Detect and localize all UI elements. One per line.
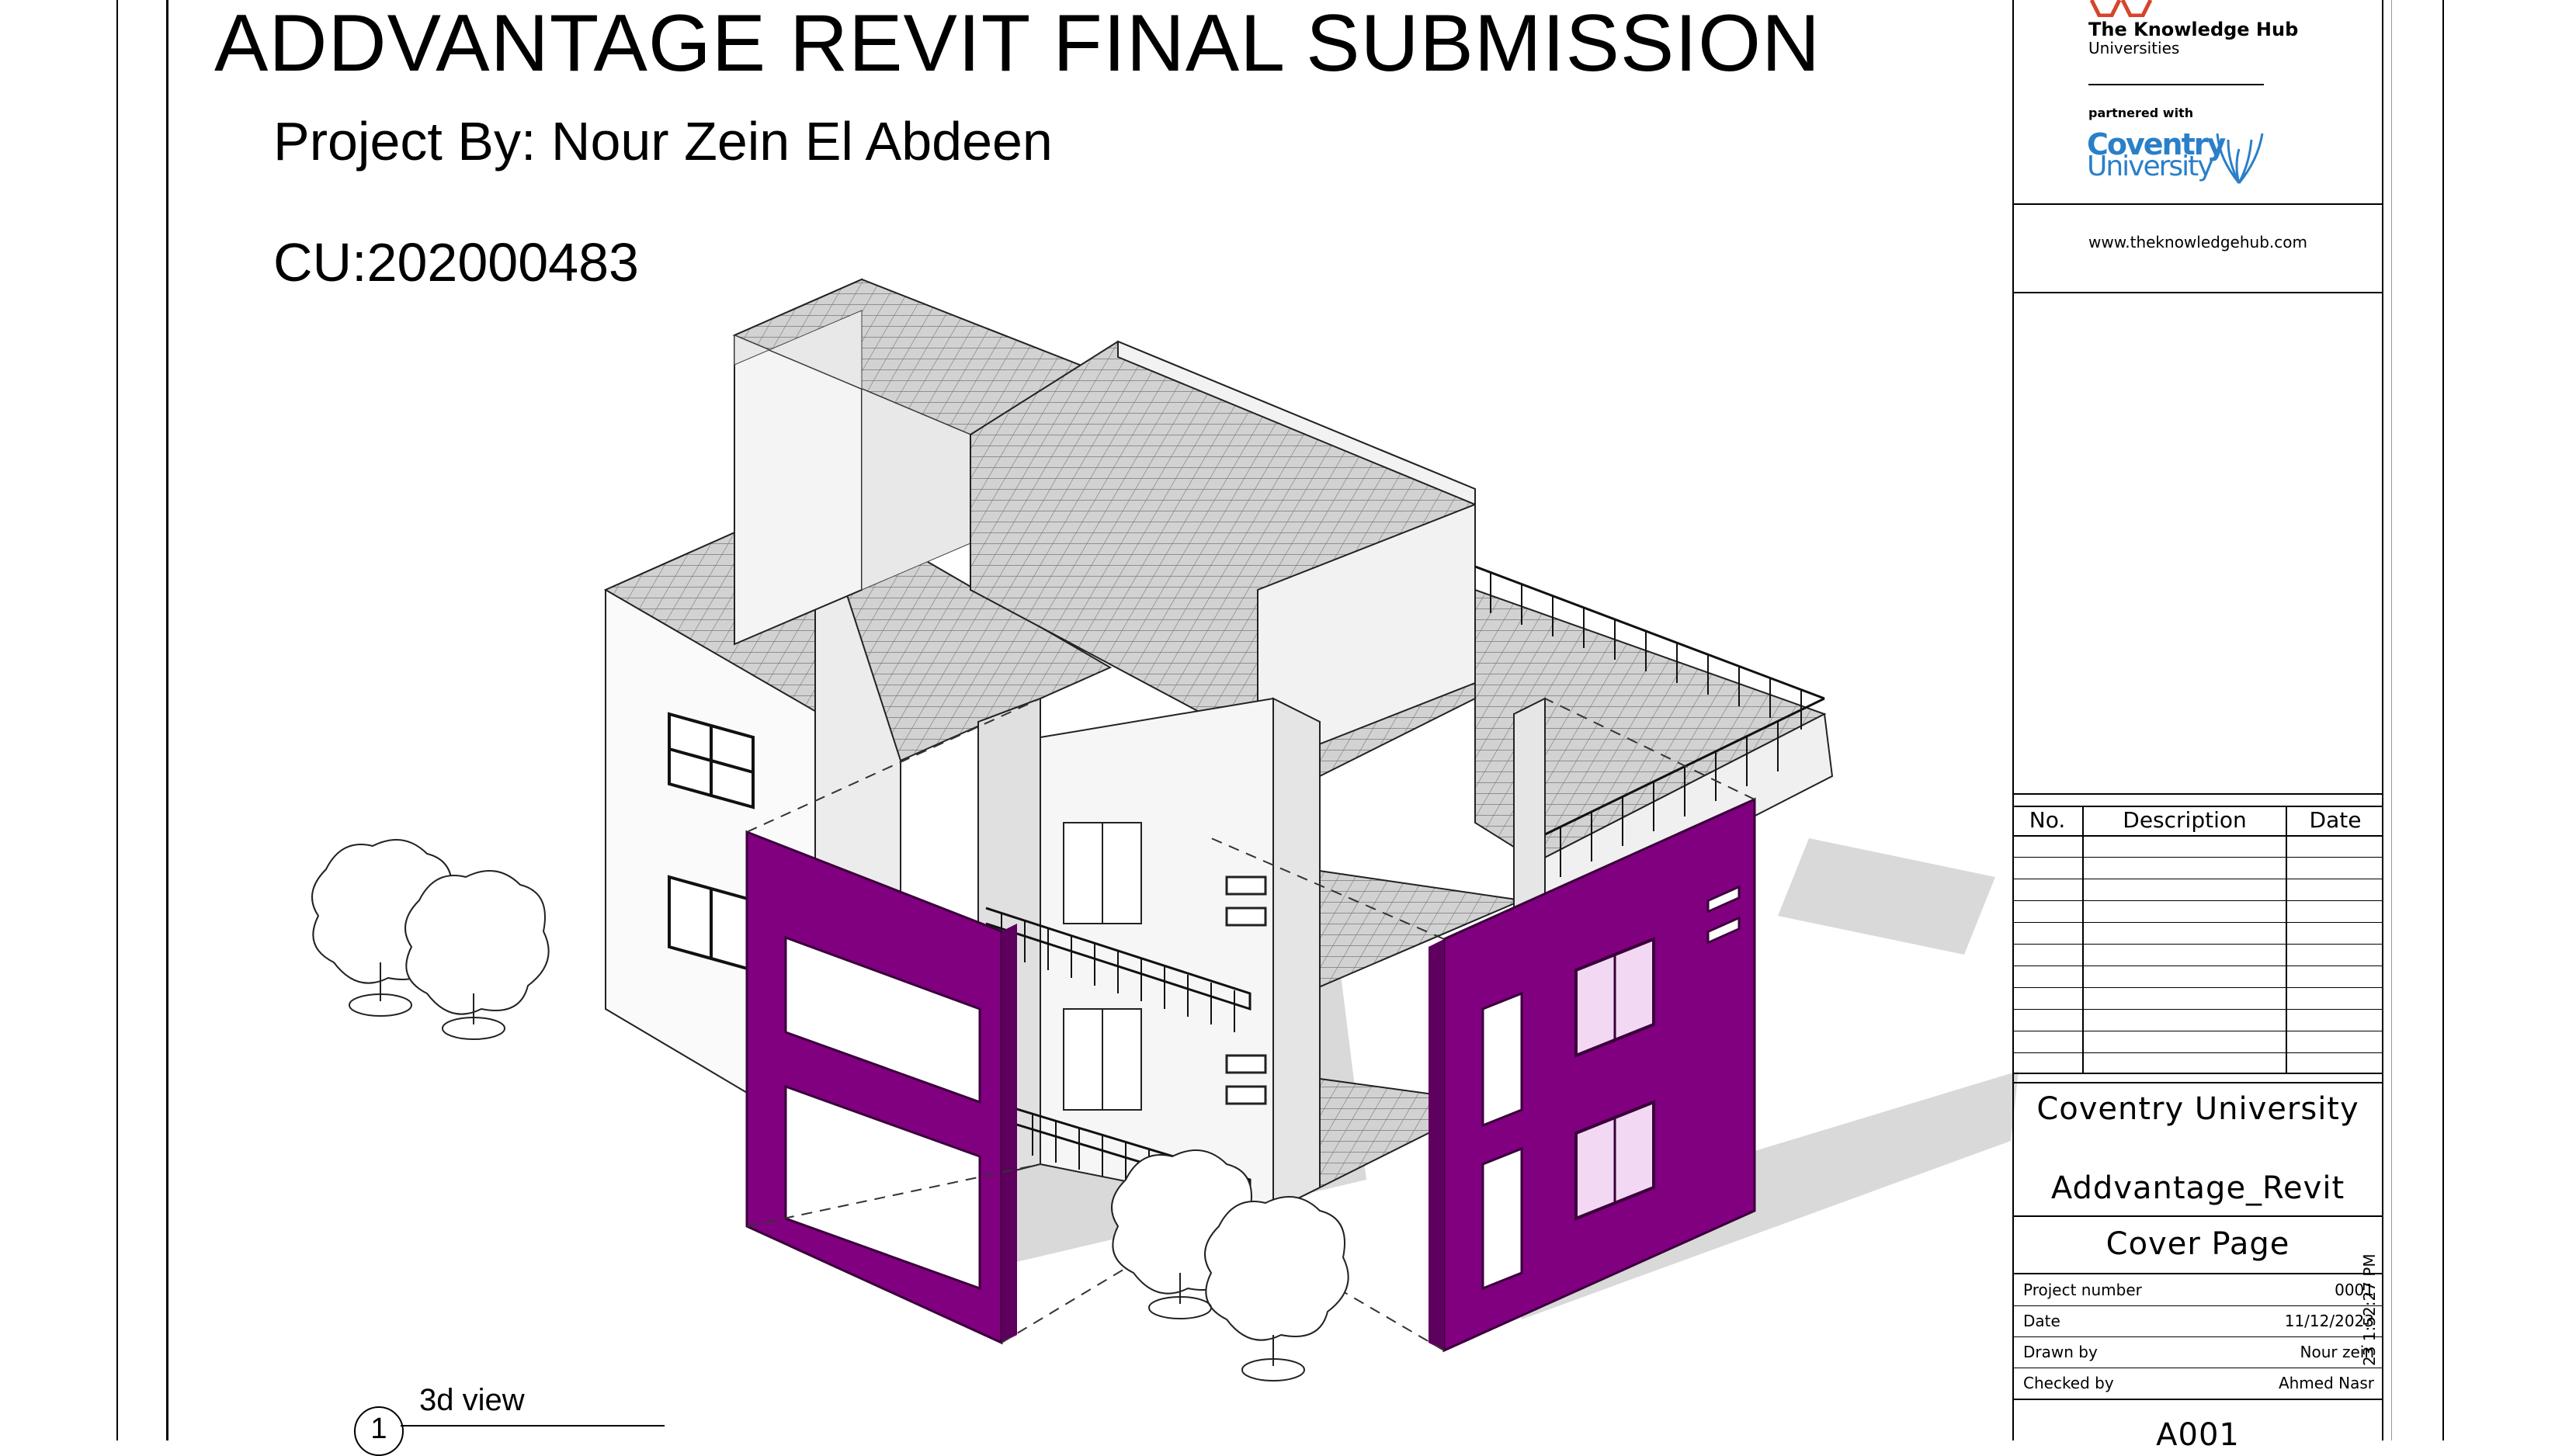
- coventry-eagle-icon: [2216, 133, 2264, 184]
- logo-box-bottom: [2012, 203, 2383, 205]
- coventry-university-logo: Coventry University: [2087, 127, 2273, 189]
- partnered-with-label: partnered with: [2088, 106, 2194, 120]
- rev-header-description: Description: [2123, 807, 2247, 833]
- rev-header-underline: [2012, 835, 2383, 837]
- print-timestamp: 23 1:52:27 PM: [2360, 1253, 2379, 1366]
- tree-symbols: [311, 839, 1349, 1381]
- field-label: Checked by: [2023, 1374, 2114, 1392]
- sheet-number: A001: [2156, 1417, 2240, 1453]
- field-date: Date 11/12/2023: [2012, 1305, 2383, 1337]
- notes-box: [2012, 293, 2382, 795]
- view-name: 3d view: [419, 1383, 525, 1417]
- tb-left-edge: [2012, 0, 2014, 1440]
- logo-divider: [2088, 84, 2264, 85]
- field-value: 11/12/2023: [2284, 1312, 2374, 1330]
- sheet-border-inner-right: [2442, 0, 2444, 1440]
- coventry-logo-line2: University: [2087, 151, 2214, 182]
- view-name-underline: [401, 1425, 665, 1427]
- revision-table: No. Description Date: [2012, 806, 2383, 1074]
- main-roof: [970, 340, 1476, 778]
- project-box-top: [2012, 1082, 2383, 1083]
- rev-header-date: Date: [2309, 807, 2362, 833]
- rev-col-divider-2: [2286, 807, 2287, 1073]
- knowledge-hub-universities: Universities: [2088, 39, 2180, 57]
- field-label: Project number: [2023, 1281, 2142, 1299]
- purple-wall-left: [745, 830, 1017, 1345]
- tb-right-edge: [2382, 0, 2383, 1440]
- sheet-border-outer-right: [2391, 0, 2392, 1440]
- table-row: [2012, 1009, 2383, 1010]
- table-row: [2012, 922, 2383, 923]
- view-label: 1 3d view: [351, 1381, 677, 1456]
- project-name: Addvantage_Revit: [2050, 1170, 2345, 1206]
- sheet-title: ADDVANTAGE REVIT FINAL SUBMISSION: [214, 0, 1821, 88]
- field-checked-by: Checked by Ahmed Nasr: [2012, 1368, 2383, 1400]
- table-row: [2012, 987, 2383, 988]
- knowledge-hub-logo: The Knowledge Hub Universities: [2088, 0, 2298, 70]
- fields-top: [2012, 1273, 2383, 1274]
- purple-wall-right: [1429, 797, 1756, 1353]
- sheet-border-outer-left: [116, 0, 118, 1440]
- rev-header-no: No.: [2029, 807, 2066, 833]
- field-value: Ahmed Nasr: [2278, 1374, 2374, 1392]
- sheet-border-inner-left: [166, 0, 168, 1440]
- field-value: 0001: [2335, 1281, 2374, 1299]
- view-number: 1: [370, 1413, 387, 1445]
- knowledge-hub-logo-icon: [2089, 0, 2153, 17]
- field-project-number: Project number 0001: [2012, 1274, 2383, 1306]
- website-link[interactable]: www.theknowledgehub.com: [2088, 233, 2307, 251]
- table-row: [2012, 965, 2383, 966]
- field-label: Drawn by: [2023, 1343, 2098, 1361]
- sheet-name: Cover Page: [2105, 1226, 2290, 1262]
- rev-col-divider-1: [2082, 807, 2084, 1073]
- table-row: [2012, 900, 2383, 901]
- student-id: CU:202000483: [273, 232, 639, 293]
- field-label: Date: [2023, 1312, 2060, 1330]
- knowledge-hub-name: The Knowledge Hub: [2088, 19, 2299, 40]
- table-row: [2012, 857, 2383, 858]
- left-wing-windows: [668, 712, 755, 972]
- coventry-logo-line1: Coventry: [2087, 127, 2226, 161]
- table-row: [2012, 944, 2383, 945]
- table-row: [2012, 1052, 2383, 1053]
- field-drawn-by: Drawn by Nour zein: [2012, 1336, 2383, 1368]
- project-author: Project By: Nour Zein El Abdeen: [273, 111, 1053, 172]
- field-value: Nour zein: [2300, 1343, 2375, 1361]
- website-box-bottom: [2012, 292, 2383, 293]
- isometric-3d-view: [311, 278, 2019, 1381]
- university-name: Coventry University: [2036, 1091, 2359, 1127]
- sheet-name-top: [2012, 1215, 2383, 1217]
